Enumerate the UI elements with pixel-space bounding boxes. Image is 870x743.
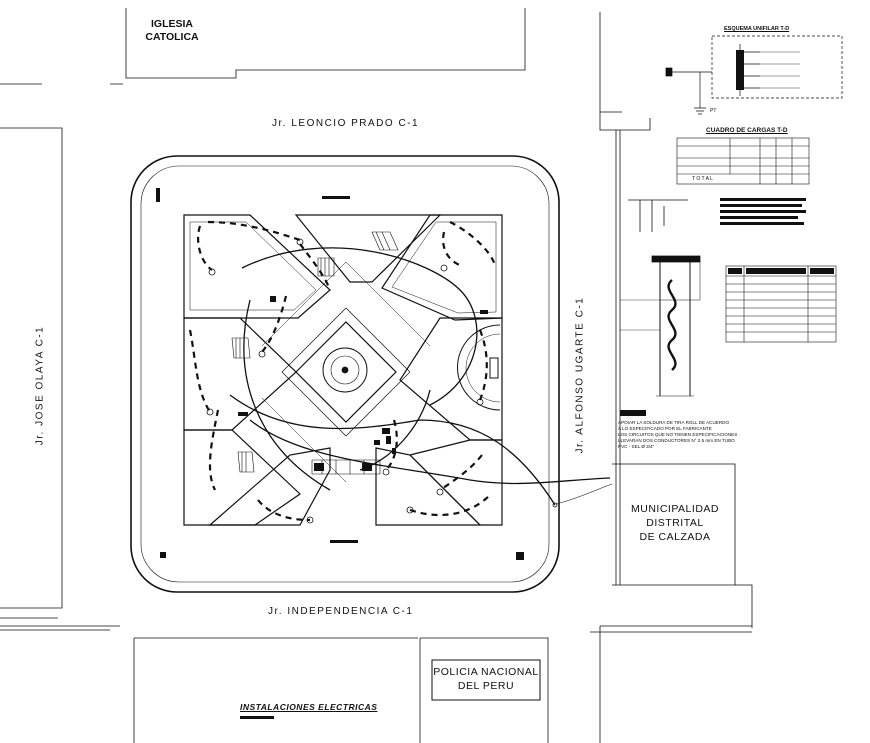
police-label-line-1: POLICIA NACIONAL [433,666,539,678]
garden-beds [183,214,503,526]
general-note: APOIAR LA SOLDURA DE TIRA ROLL DE ACUERD… [618,420,737,450]
police-building [431,659,541,701]
municipality-label: MUNICIPALIDAD DISTRITAL DE CALZADA [620,502,730,544]
note-line-3: LOS CIRCUITOS QUE NO TIENEN ESPECIFICACI… [618,432,738,437]
bottom-left-block [0,617,110,631]
pole-detail [620,199,701,397]
municipality-label-line-3: DE CALZADA [639,531,711,543]
street-label-top: Jr. LEONCIO PRADO C-1 [272,118,420,129]
panel-cluster [238,296,488,454]
load-table-total: T O T A L [692,176,713,182]
church-label-line-1: IGLESIA [150,18,193,30]
bench-markers [156,188,524,560]
note-line-1: APOIAR LA SOLDURA DE TIRA ROLL DE ACUERD… [618,420,730,425]
dashed-circuits [188,220,497,522]
bottom-strip [0,625,752,633]
schematic-pt-label: PT [710,108,717,114]
municipality-block [612,463,753,628]
note-line-5: PVC - SEL Ø 3/4" [618,444,655,449]
text-block-redacted [720,198,806,225]
load-table-grid [676,137,810,185]
circuit-runs [229,247,611,506]
street-label-right: Jr. ALFONSO UGARTE C-1 [574,296,586,454]
church-block-outline [125,8,526,79]
legend-table [725,265,837,343]
drawing-title: INSTALACIONES ELECTRICAS [240,702,378,712]
municipality-label-line-1: MUNICIPALIDAD [631,503,719,515]
drawing-title-underline-bar [240,716,274,719]
plaza-inner-border [140,165,550,583]
top-right-block-edge [599,12,651,131]
hatched-areas [231,231,399,475]
church-label: IGLESIA CATOLICA [130,18,214,44]
note-line-4: LLEVARAN DOS CONDUCTORES N° 2.5 mm EN TU… [618,438,735,443]
police-label: POLICIA NACIONAL DEL PERU [432,665,540,693]
police-block [133,625,752,743]
note-line-2: A LO ESPECIFICADO POR EL FABRICANTE [618,426,712,431]
semicircle-feature [457,324,501,411]
load-table-title: CUADRO DE CARGAS T-D [706,127,788,134]
schematic-graphic [665,35,843,115]
left-block-edge [0,127,63,609]
police-label-line-2: DEL PERU [457,680,515,692]
central-fountain [322,347,368,393]
plaza-outer-border [130,155,560,593]
church-label-line-2: CATOLICA [145,31,199,43]
feeder-line [555,483,613,505]
light-fixtures [206,238,558,524]
street-label-left: Jr. JOSE OLAYA C-1 [34,325,46,446]
street-label-bottom: Jr. INDEPENDENCIA C-1 [268,606,414,617]
right-street-edge [615,130,621,585]
municipality-label-line-2: DISTRITAL [646,517,704,529]
schematic-title: ESQUEMA UNIFILAR T-D [724,26,790,32]
